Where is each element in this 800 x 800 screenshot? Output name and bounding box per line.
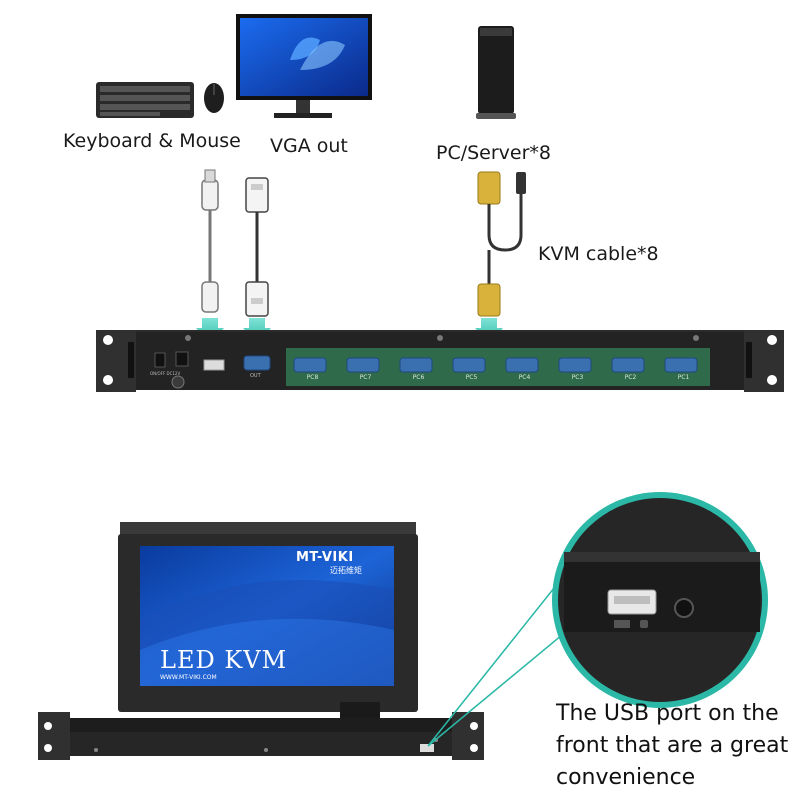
mouse-icon: [204, 83, 224, 113]
port-label: PC1: [677, 374, 690, 381]
kvm-cable-label: KVM cable*8: [538, 243, 659, 265]
keyboard-icon: [96, 82, 194, 118]
kvm-console-unit: [38, 522, 484, 760]
caption-line: front that are a great: [556, 733, 789, 758]
port-label: PC3: [571, 374, 584, 381]
rear-port-group: [293, 357, 698, 373]
website-text: WWW.MT-VIKI.COM: [160, 674, 217, 681]
port-label: PC7: [359, 374, 372, 381]
port-label: PC5: [465, 374, 478, 381]
monitor-icon: [236, 14, 372, 118]
vga-out-label: VGA out: [270, 135, 348, 157]
usb-zoom-circle: [552, 492, 768, 708]
brand-logo: MT-VIKI: [296, 550, 354, 565]
caption-line: convenience: [556, 765, 696, 790]
port-label: PC6: [412, 374, 425, 381]
power-label: ON/OFF DC12V: [150, 371, 181, 376]
pc-server-label: PC/Server*8: [436, 142, 552, 164]
brand-chinese: 迈拓维矩: [330, 566, 362, 575]
pc-server-icon: [476, 26, 516, 119]
kvm-cable-icon: [477, 171, 526, 317]
kvm-rear-panel: [96, 330, 784, 392]
vga-cable-icon: [245, 177, 269, 317]
port-label: PC2: [624, 374, 637, 381]
rear-port-labels: PC8 PC7 PC6 PC5 PC4 PC3 PC2 PC1: [286, 374, 710, 381]
port-label: PC8: [306, 374, 319, 381]
keyboard-mouse-label: Keyboard & Mouse: [63, 130, 241, 152]
usb-cable-icon: [201, 169, 219, 313]
vga-out-port-label: OUT: [250, 373, 261, 379]
port-label: PC4: [518, 374, 531, 381]
usb-caption: The USB port on the front that are a gre…: [556, 698, 796, 794]
screen-title: LED KVM: [160, 646, 288, 674]
caption-line: The USB port on the: [556, 701, 779, 726]
